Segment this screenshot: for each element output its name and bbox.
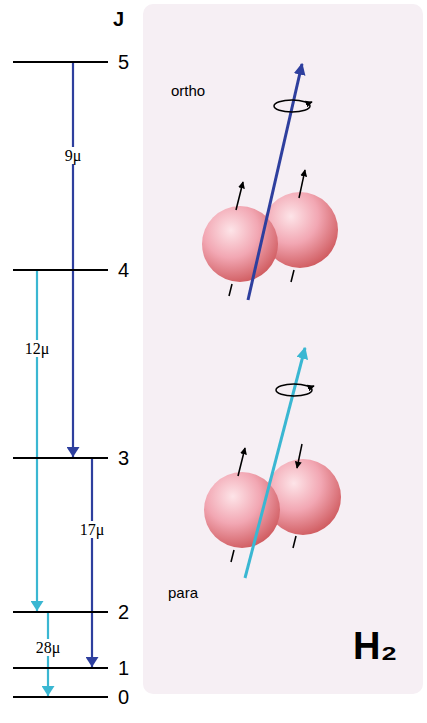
rotation-loop <box>274 100 310 112</box>
spin-arrow <box>238 448 245 476</box>
rotation-axis <box>245 348 305 578</box>
spin-arrow <box>299 170 305 198</box>
text-holder: ortho <box>171 82 205 100</box>
rotation-loop <box>276 384 312 396</box>
wavelength-label: 17μ <box>78 521 107 538</box>
text-holder: 1 <box>118 657 129 679</box>
level-number: 0 <box>118 686 129 708</box>
energy-level: 4 <box>13 269 108 271</box>
energy-level: 2 <box>13 611 108 613</box>
wavelength-label: 12μ <box>23 340 52 357</box>
panel-ground <box>143 4 423 694</box>
transition-arrow <box>72 63 74 457</box>
text-holder: 12μ <box>23 340 52 358</box>
state-label: ortho <box>171 82 205 99</box>
text-holder: 0 <box>118 686 129 708</box>
level-number: 2 <box>118 601 129 623</box>
text-holder: 28μ <box>34 639 63 657</box>
level-number: 5 <box>118 51 129 73</box>
level-number: 1 <box>118 657 129 679</box>
text-holder: J <box>113 8 124 30</box>
energy-level: 0 <box>13 696 108 698</box>
energy-level: 1 <box>13 667 108 669</box>
spin-arrow <box>236 182 243 210</box>
energy-level: 3 <box>13 457 108 459</box>
molecule-panel: ortho paraH₂ <box>143 4 423 694</box>
text-holder: H₂ <box>353 626 397 668</box>
axis-heading: J <box>113 8 124 30</box>
spin-tail <box>291 270 294 282</box>
transition-arrow <box>36 271 38 611</box>
level-number: 3 <box>118 447 129 469</box>
text-holder: 3 <box>118 447 129 469</box>
wavelength-label: 28μ <box>34 639 63 656</box>
transition-arrow <box>91 459 93 667</box>
text-holder: 5 <box>118 51 129 73</box>
text-holder: 4 <box>118 259 129 281</box>
rotation-arrow <box>306 102 312 104</box>
molecule-name: H₂ <box>353 625 397 667</box>
text-holder: 17μ <box>78 521 107 539</box>
energy-level: 5 <box>13 61 108 63</box>
level-number: 4 <box>118 259 129 281</box>
spin-arrow <box>297 444 302 468</box>
text-holder: 2 <box>118 601 129 623</box>
spin-tail <box>293 536 296 548</box>
spin-tail <box>231 550 234 562</box>
text-holder: 9μ <box>63 147 84 165</box>
spin-tail <box>229 284 232 296</box>
rotation-arrow <box>308 386 314 388</box>
state-label: para <box>168 584 198 601</box>
wavelength-label: 9μ <box>63 147 84 164</box>
text-holder: para <box>168 584 198 602</box>
